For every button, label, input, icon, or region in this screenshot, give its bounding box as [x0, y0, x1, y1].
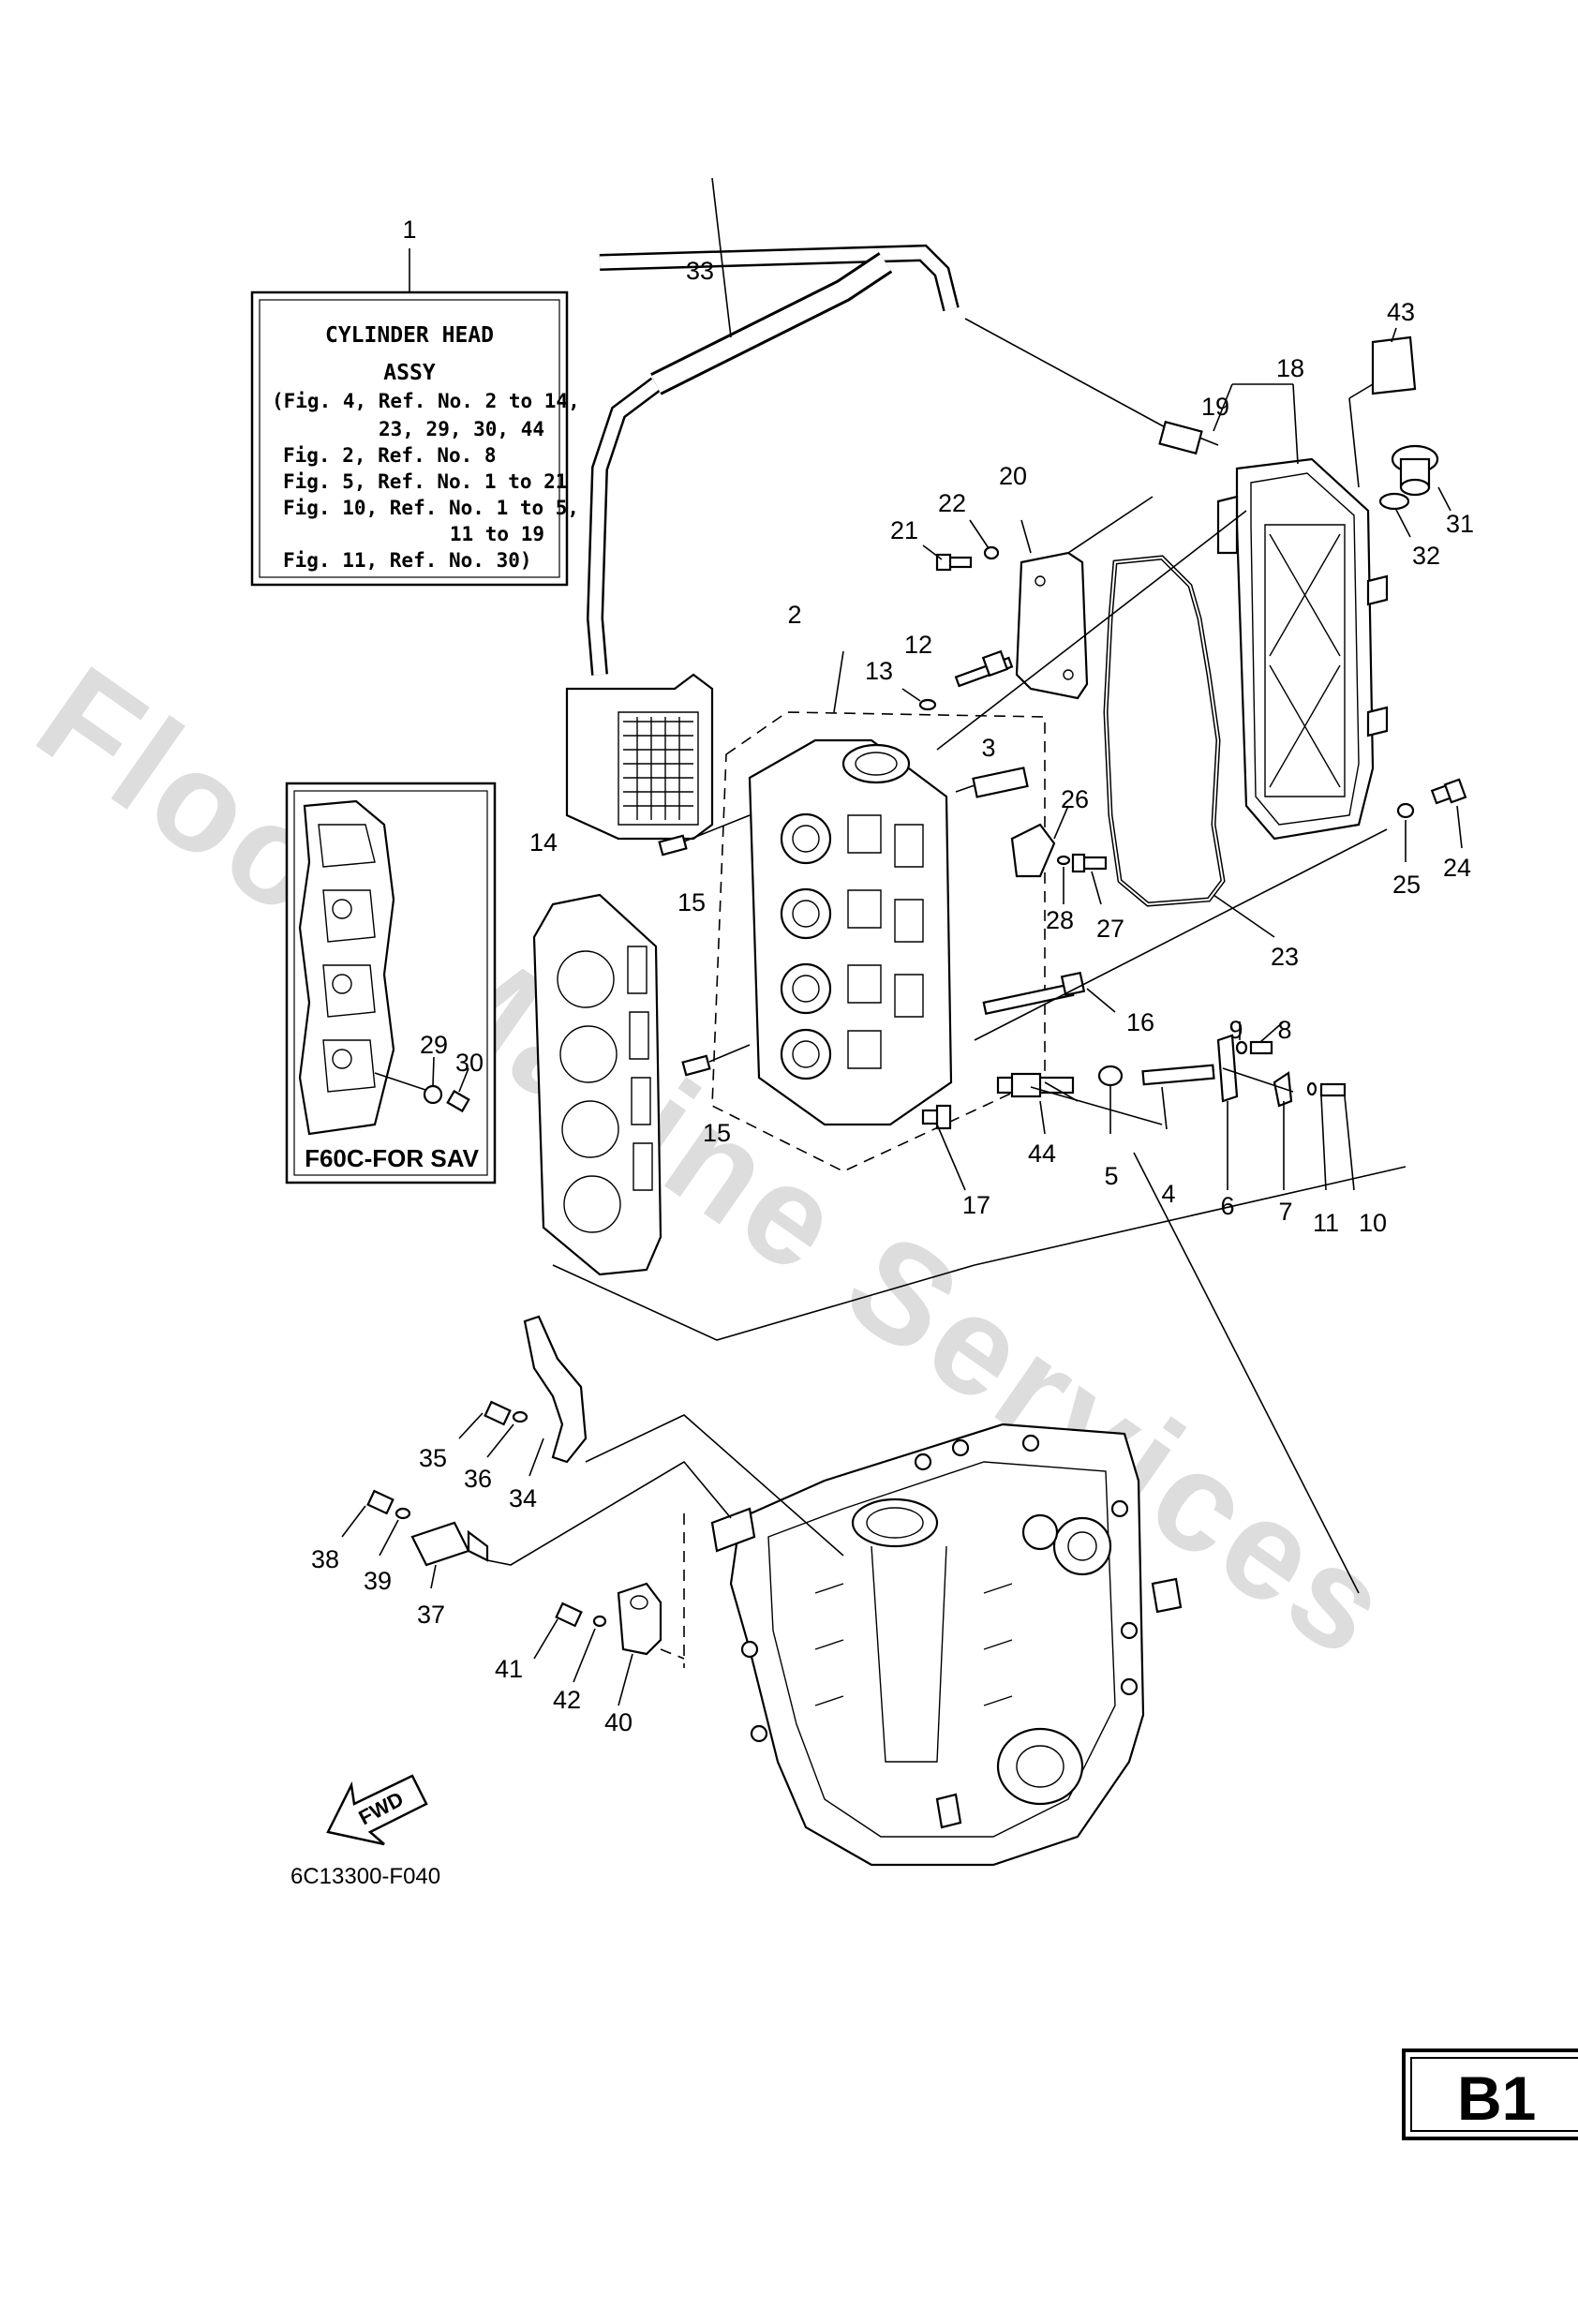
cylinder-head-2	[711, 650, 1046, 1172]
gasket-23	[1103, 555, 1275, 938]
callout-23: 23	[1271, 943, 1299, 971]
plug-31	[1378, 444, 1451, 538]
figure-reference: 6C13300-F040	[290, 1864, 440, 1889]
callout-21: 21	[890, 516, 918, 544]
cover-20	[1015, 496, 1154, 700]
callout-25: 25	[1392, 871, 1421, 899]
callout-44: 44	[1028, 1140, 1056, 1168]
callout-3: 3	[981, 734, 995, 762]
callout-36: 36	[464, 1465, 492, 1493]
callout-22: 22	[938, 489, 966, 517]
callout-4: 4	[1161, 1180, 1175, 1208]
callout-16: 16	[1126, 1008, 1154, 1036]
spark-plug-44	[996, 1072, 1075, 1135]
link-6	[1216, 1020, 1355, 1191]
part-3	[955, 767, 1029, 798]
callout-29: 29	[420, 1031, 448, 1059]
callout-18: 18	[1276, 354, 1304, 382]
callout-15b: 15	[703, 1119, 731, 1147]
dowel-pins-15	[658, 814, 751, 1077]
callout-27: 27	[1096, 915, 1124, 943]
hose-33	[586, 177, 1182, 676]
callout-10: 10	[1359, 1209, 1387, 1237]
fwd-arrow-icon: FWD	[326, 1774, 428, 1846]
bolt-12	[901, 649, 1014, 711]
callout-32: 32	[1412, 542, 1440, 570]
bracket-34	[458, 1315, 844, 1557]
callout-20: 20	[999, 462, 1027, 490]
info-box-subtitle: ASSY	[383, 361, 436, 385]
inset-box: F60C-FOR SAV	[285, 782, 497, 1184]
callout-8: 8	[1277, 1016, 1291, 1044]
callout-9: 9	[1228, 1016, 1243, 1044]
callout-40: 40	[604, 1708, 633, 1736]
callout-11: 11	[1313, 1209, 1339, 1237]
callout-38: 38	[311, 1545, 339, 1573]
bolt-17	[921, 1104, 966, 1191]
callout-43: 43	[1387, 298, 1415, 326]
info-box-line: 11 to 19	[450, 523, 544, 545]
callout-39: 39	[364, 1567, 392, 1595]
callout-42: 42	[553, 1686, 581, 1714]
assembly-lines	[552, 510, 1407, 1594]
bracket-37	[341, 1460, 732, 1589]
callout-26: 26	[1061, 785, 1089, 813]
fitting-19	[1158, 420, 1219, 455]
head-gasket-14	[532, 893, 662, 1276]
callout-12: 12	[904, 631, 932, 659]
callout-labels: 1 2 3 4 5 6 7 8 9 10 11 12 13 14 15 15 1…	[311, 216, 1474, 1736]
callout-15a: 15	[677, 888, 706, 916]
info-box-title: CYLINDER HEAD	[325, 323, 494, 348]
page-code-box: B1	[1402, 2048, 1578, 2140]
info-box: CYLINDER HEAD ASSY (Fig. 4, Ref. No. 2 t…	[250, 248, 580, 587]
info-box-line: Fig. 10, Ref. No. 1 to 5,	[283, 497, 579, 519]
callout-14: 14	[529, 828, 558, 857]
callout-34: 34	[509, 1484, 537, 1512]
callout-37: 37	[417, 1601, 445, 1629]
callout-5: 5	[1104, 1162, 1118, 1190]
plate-43	[1348, 327, 1417, 488]
callout-35: 35	[419, 1444, 447, 1472]
callout-33: 33	[686, 257, 714, 285]
callout-1: 1	[402, 216, 416, 244]
breather-box	[565, 673, 714, 841]
callout-6: 6	[1220, 1192, 1234, 1220]
cylinder-block	[710, 1423, 1183, 1867]
info-box-line: Fig. 11, Ref. No. 30)	[283, 549, 532, 572]
callout-28: 28	[1046, 906, 1074, 934]
callout-13: 13	[865, 657, 893, 685]
inset-label: F60C-FOR SAV	[305, 1144, 480, 1172]
plate-40	[533, 1513, 685, 1706]
info-box-line: 23, 29, 30, 44	[379, 418, 544, 440]
callout-19: 19	[1201, 393, 1229, 421]
page-code: B1	[1457, 2063, 1536, 2133]
callout-30: 30	[455, 1049, 484, 1077]
bolt-21	[922, 519, 1000, 572]
callout-7: 7	[1278, 1198, 1292, 1226]
callout-24: 24	[1443, 854, 1471, 882]
bolt-24	[1396, 778, 1467, 862]
callout-31: 31	[1446, 510, 1474, 538]
callout-41: 41	[495, 1655, 523, 1683]
info-box-line: (Fig. 4, Ref. No. 2 to 14,	[272, 390, 580, 412]
exhaust-cover-18	[1213, 383, 1389, 841]
info-box-line: Fig. 5, Ref. No. 1 to 21	[283, 470, 567, 493]
cover-26	[1010, 805, 1108, 905]
callout-2: 2	[787, 601, 801, 629]
callout-17: 17	[962, 1191, 990, 1219]
info-box-line: Fig. 2, Ref. No. 8	[283, 444, 497, 467]
